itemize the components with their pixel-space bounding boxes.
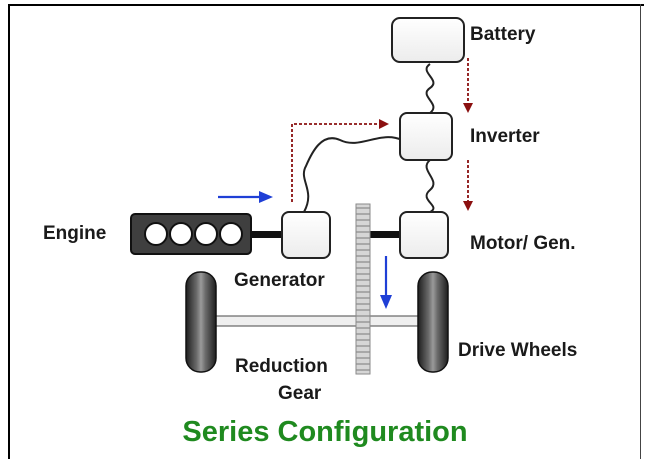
reduction-gear-label-line1: Reduction bbox=[235, 356, 328, 377]
wire-battery-inverter bbox=[425, 63, 435, 114]
engine-block bbox=[130, 213, 252, 255]
battery-box bbox=[391, 17, 465, 63]
generator-box bbox=[281, 211, 331, 259]
inverter-label: Inverter bbox=[470, 126, 540, 147]
inverter-box bbox=[399, 112, 453, 161]
right-wheel bbox=[417, 271, 449, 373]
engine-label: Engine bbox=[43, 223, 107, 244]
generator-to-inverter-flow-arrow bbox=[291, 119, 389, 202]
diagram-caption: Series Configuration bbox=[182, 416, 468, 448]
engine-cylinder bbox=[144, 222, 168, 246]
reduction-gear bbox=[355, 203, 371, 375]
left-wheel bbox=[185, 271, 217, 373]
battery-label: Battery bbox=[470, 24, 536, 45]
engine-cylinder bbox=[169, 222, 193, 246]
wire-inverter-motor bbox=[425, 159, 435, 213]
frame-border-right bbox=[640, 4, 641, 459]
axle bbox=[213, 315, 421, 327]
engine-cylinder bbox=[194, 222, 218, 246]
wire-inverter-generator bbox=[303, 136, 403, 213]
drive-wheels-label: Drive Wheels bbox=[458, 340, 578, 361]
engine-cylinder bbox=[219, 222, 243, 246]
engine-shaft bbox=[252, 231, 284, 238]
frame-border-left bbox=[8, 4, 10, 459]
motor-shaft bbox=[370, 231, 400, 238]
frame-border-top bbox=[8, 4, 644, 6]
reduction-gear-label-line2: Gear bbox=[278, 383, 322, 404]
motor-gen-label: Motor/ Gen. bbox=[470, 233, 576, 254]
motor-gen-box bbox=[399, 211, 449, 259]
generator-label: Generator bbox=[234, 270, 325, 291]
